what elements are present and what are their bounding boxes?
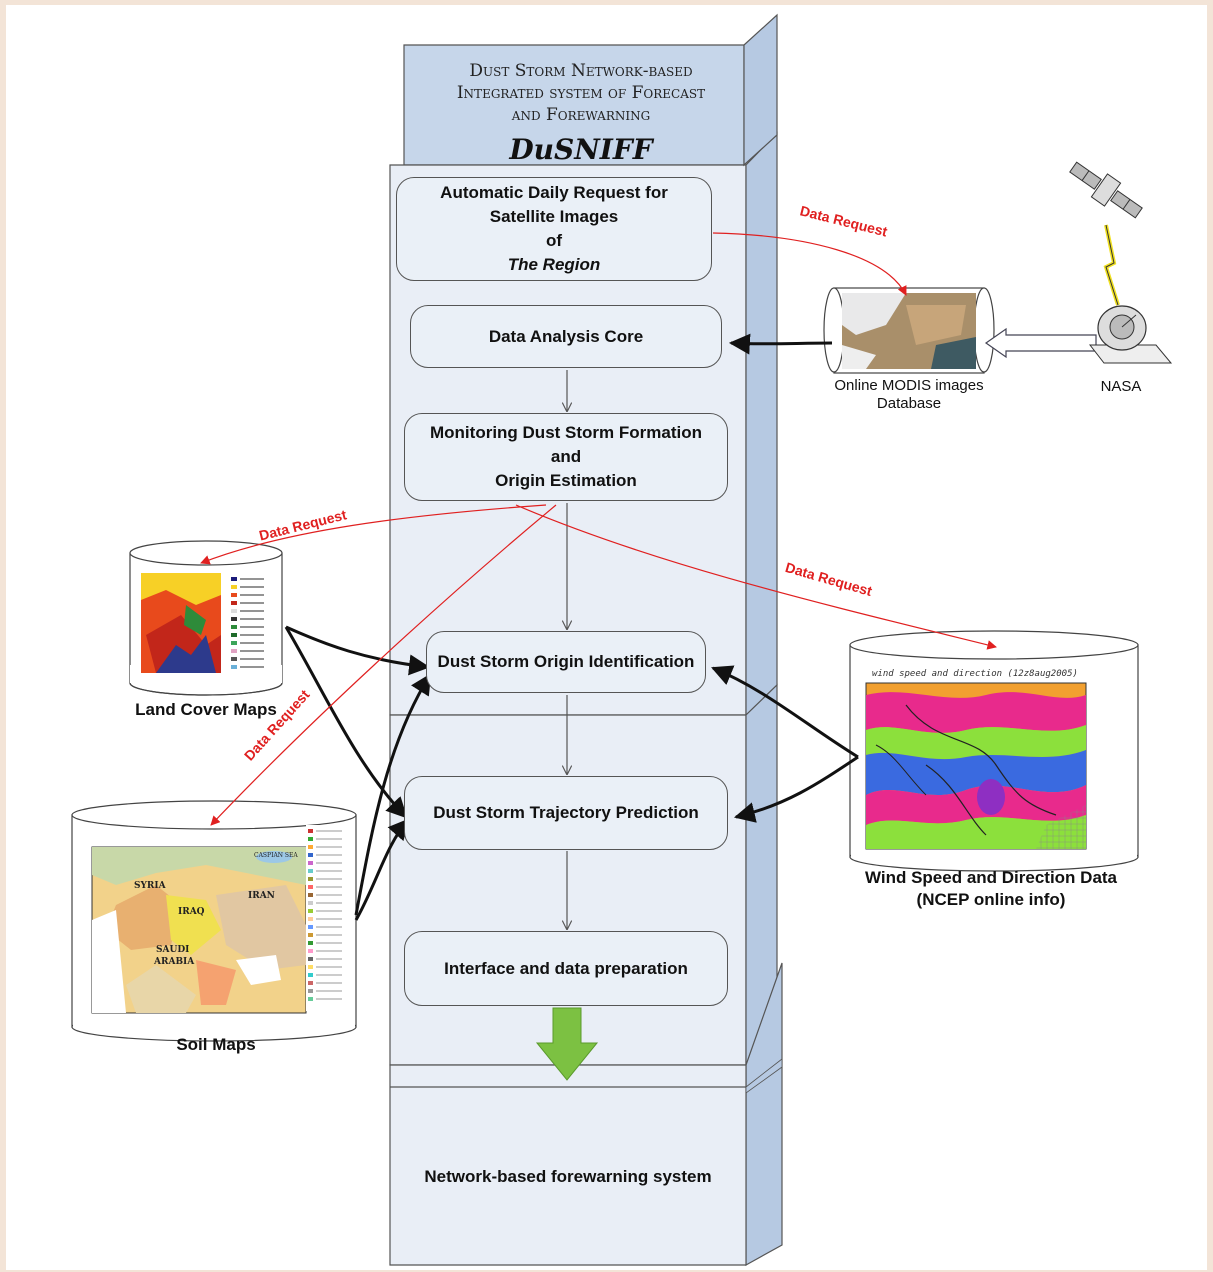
column-side [745,131,778,717]
auto-request-box: Automatic Daily Request for Satellite Im… [396,177,712,281]
monitoring-line-1: Monitoring Dust Storm Formation [430,423,702,442]
soil-map-label-iran: IRAN [248,891,275,901]
column-step-front [389,1064,747,1266]
soil-map-label-caspian: CASPIAN SEA [254,852,298,859]
land-cover-label: Land Cover Maps [135,700,277,719]
wind-label: Wind Speed and Direction Data (NCEP onli… [836,867,1146,911]
modis-label-line-1: Online MODIS images [834,377,984,394]
wind-map-title: wind speed and direction (12z8aug2005) [872,669,1078,679]
nasa-to-modis-arrow [984,327,1097,359]
landcover-to-origin-arrow [285,625,431,676]
soil-legend [308,829,342,1001]
modis-database [823,287,995,374]
request-to-soil-arrow [210,504,557,826]
title-line-3: and Forewarning [511,105,651,125]
land-cover-database [129,540,283,696]
signal-bolt-icon [1103,224,1120,306]
title-line-2: Integrated system of Forecast [456,83,706,103]
modis-label: Online MODIS images Database [824,377,994,413]
request-to-modis-arrow [712,232,907,296]
request-to-landcover-arrow [200,504,547,565]
modis-to-analysis-arrow [728,333,833,355]
auto-request-line-1: Automatic Daily Request for [440,183,668,202]
soil-database [71,800,357,1042]
wind-label-line-2: (NCEP online info) [916,890,1066,909]
soil-map-label-arabia: ARABIA [154,957,195,967]
soil-map-label-syria: SYRIA [134,881,166,891]
monitoring-box: Monitoring Dust Storm Formation and Orig… [404,413,728,501]
satellite-icon [1069,161,1143,219]
system-acronym: DuSNIFF [509,133,653,166]
input-arrows [284,333,859,921]
soil-to-origin-arrow [354,673,432,916]
landcover-to-trajectory-arrow [284,626,408,819]
wind-to-origin-arrow [711,665,859,759]
trajectory-prediction-box: Dust Storm Trajectory Prediction [404,776,728,850]
modis-label-line-2: Database [876,395,942,412]
monitoring-line-3: Origin Estimation [495,471,637,490]
origin-identification-box: Dust Storm Origin Identification [426,631,706,693]
output-arrow [535,1007,599,1081]
wind-label-line-1: Wind Speed and Direction Data [864,868,1118,887]
nasa-label: NASA [1100,378,1142,395]
system-title: Dust Storm Network-based Integrated syst… [411,60,751,126]
interface-box: Interface and data preparation [404,931,728,1006]
soil-map-label-saudi: SAUDI [156,945,190,955]
soil-to-trajectory-arrow [354,818,410,921]
satellite-dish-icon [1088,305,1173,364]
monitoring-line-2: and [550,447,582,466]
auto-request-line-4: The Region [507,255,601,274]
wind-database [849,630,1139,872]
column-top-side [743,13,778,167]
request-to-wind-arrow [515,504,997,650]
title-line-1: Dust Storm Network-based [469,61,693,81]
wind-to-trajectory-arrow [733,755,859,823]
diagram-canvas: Dust Storm Network-based Integrated syst… [6,5,1207,1270]
auto-request-line-2: Satellite Images [489,207,619,226]
soil-label: Soil Maps [176,1035,256,1054]
data-analysis-core-box: Data Analysis Core [410,305,722,368]
land-cover-legend [231,577,264,669]
request-arrows [200,232,997,826]
auto-request-line-3: of [545,231,563,250]
soil-map-label-iraq: IRAQ [178,907,205,917]
forewarning-label: Network-based forewarning system [424,1167,712,1186]
